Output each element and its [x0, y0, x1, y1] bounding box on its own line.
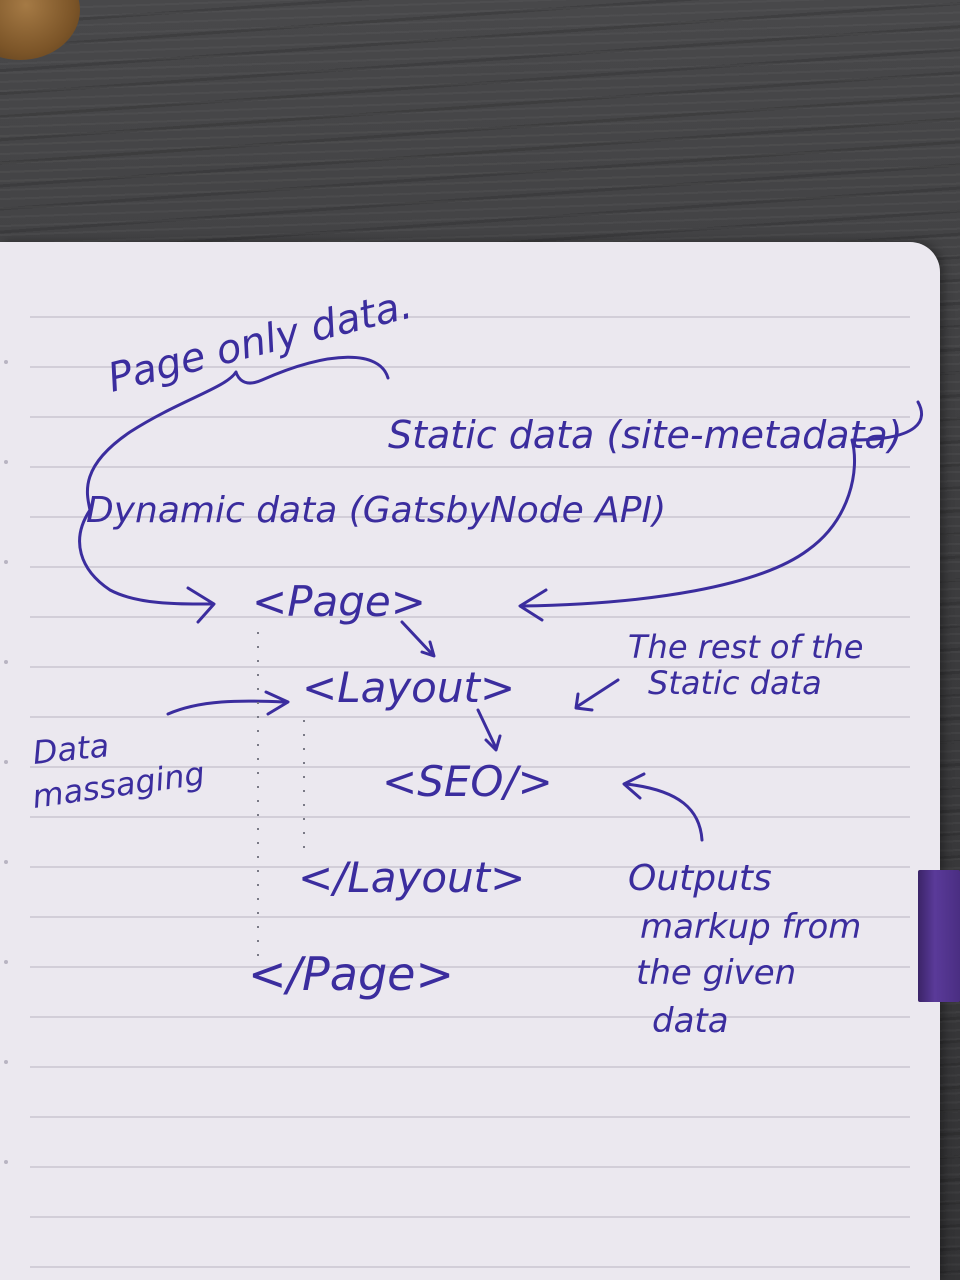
arrowhead-page-only	[186, 586, 216, 624]
arrowhead-massaging	[264, 690, 290, 716]
bookmark-ribbon-right	[918, 870, 960, 1002]
tag-seo: <SEO/>	[382, 757, 553, 806]
tag-layout-close: </Layout>	[298, 853, 525, 902]
label-dynamic-data: Dynamic data (GatsbyNode API)	[86, 490, 666, 531]
label-static-data: Static data (site-metadata)	[388, 413, 903, 457]
arrow-outputs-to-seo	[624, 782, 704, 842]
label-rest-static-1: The rest of the	[628, 628, 863, 666]
arrow-layout-to-seo	[476, 708, 498, 750]
tag-page-close: </Page>	[248, 947, 454, 1001]
label-rest-static-2: Static data	[648, 664, 822, 702]
ruled-lines	[4, 316, 910, 1268]
binding-holes	[4, 360, 8, 1164]
arrow-page-to-layout	[400, 620, 434, 656]
arrow-page-only-to-page	[78, 355, 390, 606]
arrowhead-page-to-layout	[420, 640, 436, 658]
label-outputs-2: markup from	[640, 907, 861, 947]
arrow-massaging-to-layout	[166, 699, 286, 716]
arrowhead-layout-to-seo	[484, 734, 502, 752]
tag-layout-open: <Layout>	[302, 663, 515, 712]
arrowhead-rest	[574, 692, 594, 712]
arrowhead-outputs	[622, 772, 646, 800]
tag-page-open: <Page>	[252, 577, 426, 626]
label-page-only-data: Page only data.	[103, 282, 416, 402]
arrow-static-to-page	[520, 400, 923, 608]
arrowhead-static	[518, 588, 548, 622]
label-data-massaging-1: Data	[31, 726, 111, 772]
label-outputs-4: data	[652, 1001, 729, 1041]
label-outputs-3: the given	[636, 953, 796, 993]
label-outputs-1: Outputs	[628, 858, 772, 899]
arrow-rest-to-layout	[576, 678, 620, 708]
